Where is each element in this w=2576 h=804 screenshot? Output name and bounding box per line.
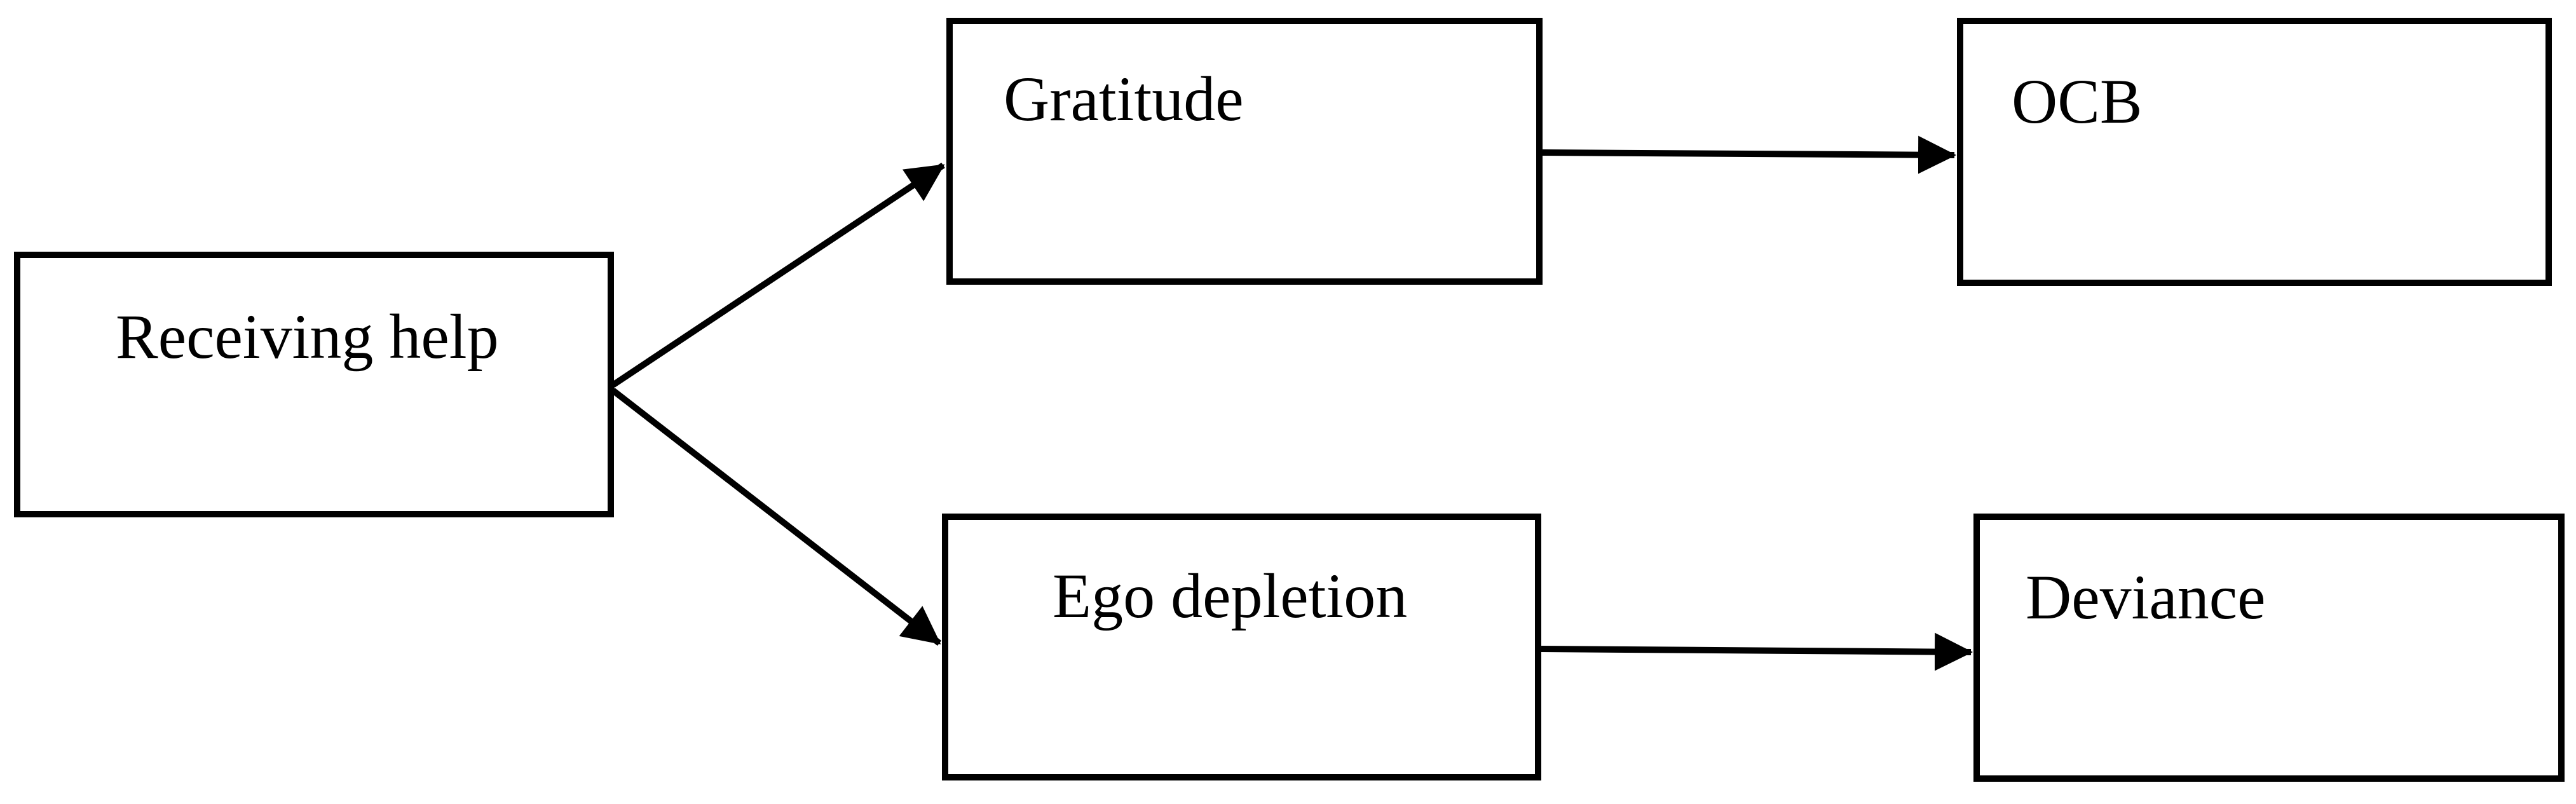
node-gratitude: Gratitude <box>946 18 1543 285</box>
node-ego-depletion: Ego depletion <box>942 514 1541 780</box>
node-ocb: OCB <box>1957 18 2552 286</box>
node-label-ego-depletion: Ego depletion <box>1053 561 1408 631</box>
edge-receiving-help-to-ego-depletion <box>610 388 942 646</box>
node-label-ocb: OCB <box>2012 66 2143 137</box>
node-deviance: Deviance <box>1973 514 2565 782</box>
edge-receiving-help-to-gratitude <box>611 162 945 388</box>
node-label-deviance: Deviance <box>2026 562 2266 632</box>
node-label-receiving-help: Receiving help <box>116 301 499 372</box>
node-label-gratitude: Gratitude <box>1004 64 1244 134</box>
edge-gratitude-to-ocb <box>1542 135 1956 174</box>
node-receiving-help: Receiving help <box>14 252 614 517</box>
edge-ego-depletion-to-deviance <box>1541 632 1973 671</box>
